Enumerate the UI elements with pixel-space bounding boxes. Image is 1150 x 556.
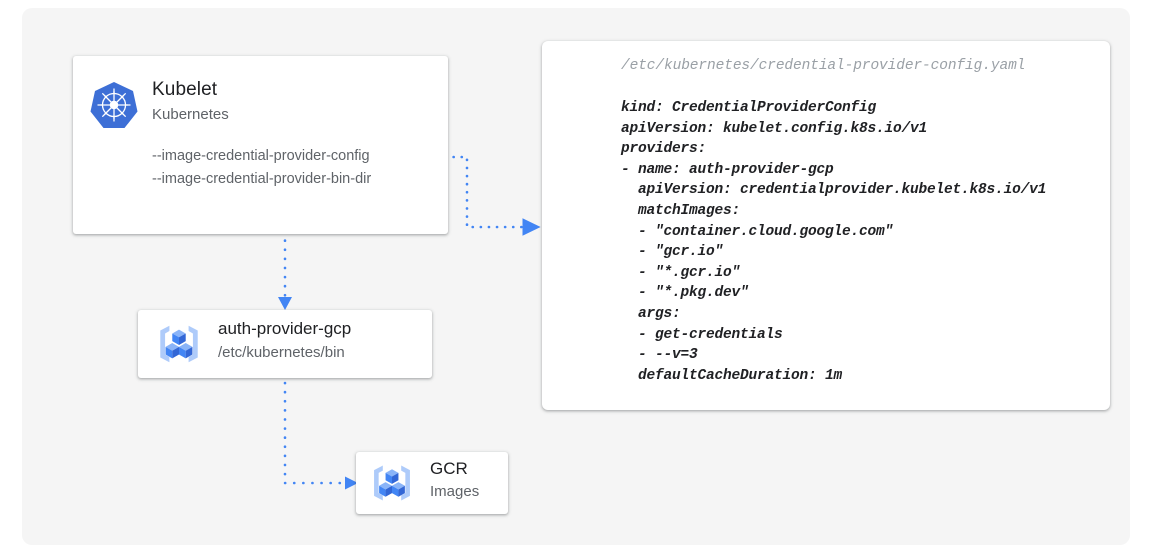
config-yaml-content: kind: CredentialProviderConfig apiVersio… [621, 100, 1047, 384]
auth-provider-gcp-subtitle: /etc/kubernetes/bin [218, 344, 345, 361]
kubernetes-logo-icon [89, 80, 139, 130]
kubelet-title: Kubelet [152, 79, 218, 100]
kubelet-subtitle: Kubernetes [152, 106, 229, 123]
config-file-path: /etc/kubernetes/credential-provider-conf… [621, 58, 1026, 74]
auth-provider-gcp-title: auth-provider-gcp [218, 319, 352, 338]
kubelet-flags: --image-credential-provider-config --ima… [152, 145, 371, 191]
gcr-title: GCR [430, 459, 468, 478]
gcr-subtitle: Images [430, 483, 480, 500]
kubelet-flag-config: --image-credential-provider-config [152, 148, 370, 164]
credential-provider-config-panel[interactable]: /etc/kubernetes/credential-provider-conf… [542, 41, 1110, 410]
container-registry-icon [154, 320, 204, 368]
gcr-card[interactable]: GCR Images [356, 452, 508, 514]
auth-provider-gcp-card[interactable]: auth-provider-gcp /etc/kubernetes/bin [138, 310, 432, 378]
container-registry-icon [368, 460, 416, 506]
kubelet-card[interactable]: Kubelet Kubernetes --image-credential-pr… [73, 56, 448, 234]
kubelet-flag-bin-dir: --image-credential-provider-bin-dir [152, 171, 372, 187]
